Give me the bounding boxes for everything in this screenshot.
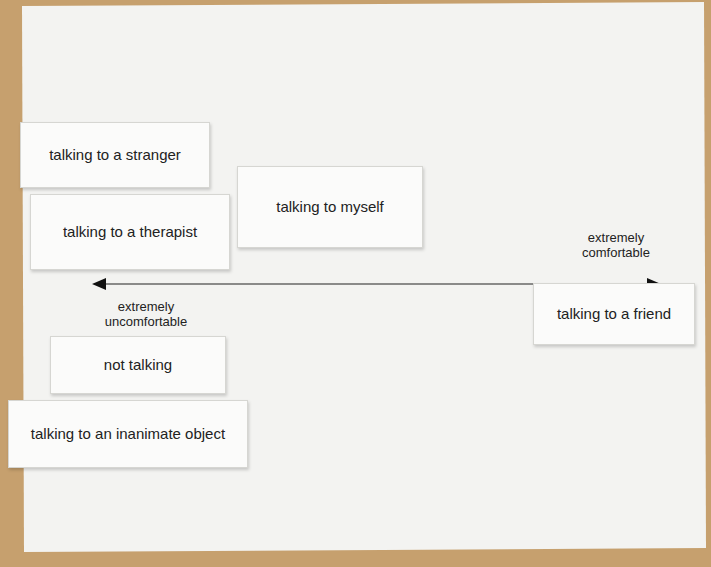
slip-text: talking to a therapist [63,223,197,241]
paper-slip: not talking [50,336,226,394]
slip-text: talking to a stranger [49,146,181,164]
paper-slip: talking to an inanimate object [8,400,248,468]
slip-text: talking to a friend [557,305,671,323]
paper-slip: talking to a friend [533,283,695,345]
slip-text: not talking [104,356,172,374]
slip-text: talking to myself [276,198,384,216]
paper-slip: talking to a stranger [20,122,210,188]
axis-end-label: extremely comfortable [569,230,664,260]
paper-sheet [22,2,706,552]
axis-end-label: extremely uncomfortable [99,299,194,329]
arrow-head-left [92,278,106,290]
slip-text: talking to an inanimate object [31,425,225,443]
paper-slip: talking to myself [237,166,423,248]
paper-slip: talking to a therapist [30,194,230,270]
